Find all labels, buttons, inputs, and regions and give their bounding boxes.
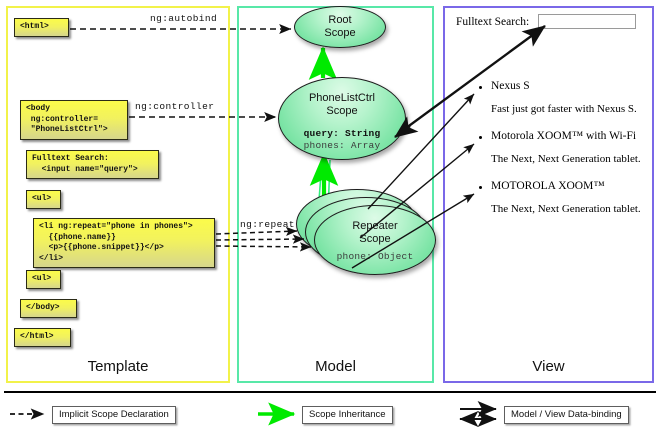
scope-repeater-prop-phone: phone: Object — [336, 250, 414, 262]
code-box-ul-close: <ul> — [26, 270, 61, 289]
legend-item-model-view-data-binding: Model / View Data-binding — [504, 406, 629, 424]
legend-divider — [4, 391, 656, 393]
scope-root-title-line2: Scope — [324, 26, 356, 39]
scope-phonelistctrl-title-line2: Scope — [326, 104, 358, 117]
scope-phonelistctrl-prop-query: query: String — [303, 127, 381, 139]
code-box-html-open: <html> — [14, 18, 69, 37]
scope-phonelistctrl: PhoneListCtrl Scope query: String phones… — [278, 77, 406, 160]
legend-item-scope-inheritance: Scope Inheritance — [302, 406, 393, 424]
view-search-label: Fulltext Search: — [456, 16, 530, 28]
view-item-name-1: Motorola XOOM™ with Wi-Fi — [491, 130, 637, 142]
view-item-name-2: MOTOROLA XOOM™ — [491, 180, 605, 192]
view-item-snippet-0: Fast just got faster with Nexus S. — [491, 103, 637, 115]
connector-label-ng-repeat: ng:repeat — [240, 219, 295, 230]
scope-root-title-line1: Root — [328, 14, 352, 26]
scope-phonelistctrl-prop-phones: phones: Array — [303, 139, 381, 151]
view-search-input[interactable] — [538, 14, 636, 29]
scope-phonelistctrl-title-line1: PhoneListCtrl — [308, 92, 376, 104]
column-label-view: View — [532, 358, 565, 375]
legend-item-implicit-scope-declaration: Implicit Scope Declaration — [52, 406, 176, 424]
code-box-fulltext-search: Fulltext Search: <input name="query"> — [26, 150, 159, 180]
code-box-html-close: </html> — [14, 328, 71, 347]
view-item-snippet-2: The Next, Next Generation tablet. — [491, 203, 641, 215]
view-bullet-2 — [479, 186, 483, 190]
code-box-body-open: <body ng:controller= "PhoneListCtrl"> — [20, 100, 128, 140]
scope-repeater: Repeater Scope phone: Object — [314, 205, 436, 275]
scope-repeater-title-line1: Repeater — [352, 220, 398, 232]
column-label-template: Template — [87, 358, 149, 375]
view-bullet-1 — [479, 136, 483, 140]
scope-root: Root Scope — [294, 6, 386, 48]
connector-label-ng-controller: ng:controller — [135, 101, 215, 112]
connector-label-ng-autobind: ng:autobind — [150, 13, 218, 24]
column-view: View — [443, 6, 654, 383]
code-box-ul-open: <ul> — [26, 190, 61, 209]
legend-arrow-model-view-data-binding — [459, 401, 497, 427]
code-box-li-repeat: <li ng:repeat="phone in phones"> {{phone… — [33, 218, 215, 269]
column-label-model: Model — [315, 358, 356, 375]
view-item-snippet-1: The Next, Next Generation tablet. — [491, 153, 641, 165]
scope-repeater-title-line2: Scope — [359, 232, 391, 245]
view-item-name-0: Nexus S — [491, 80, 530, 92]
code-box-body-close: </body> — [20, 299, 77, 318]
